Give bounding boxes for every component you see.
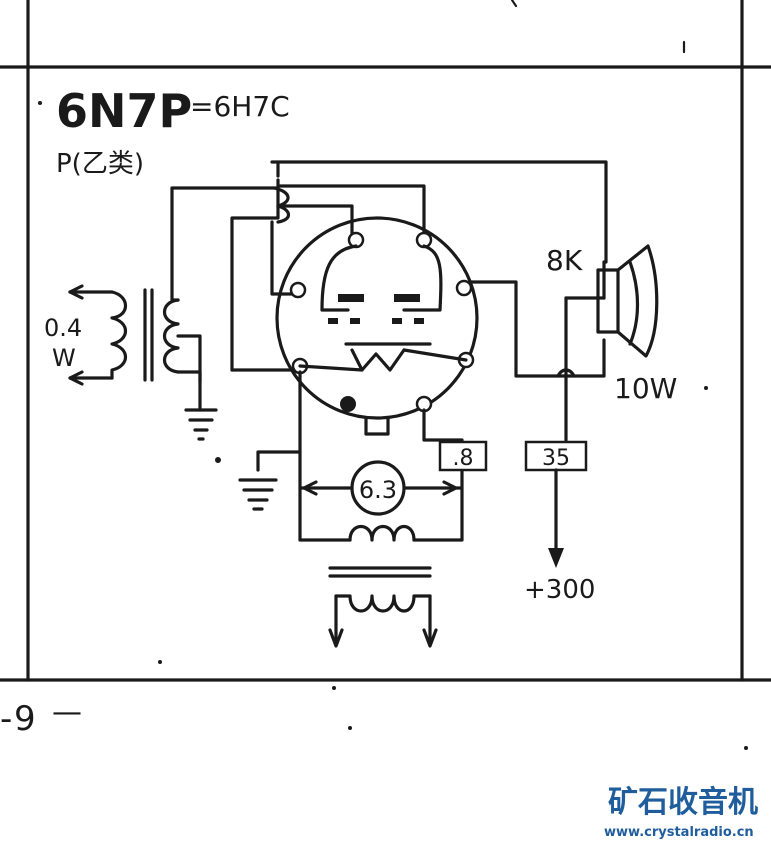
heater-voltage: 6.3 bbox=[359, 476, 397, 504]
page-number: 9 bbox=[14, 699, 36, 739]
tube-equivalent: =6H7C bbox=[190, 90, 290, 123]
watermark-cn: 矿石收音机 bbox=[608, 785, 758, 820]
ground-symbol bbox=[238, 450, 302, 511]
output-power: 10W bbox=[614, 372, 677, 405]
input-power-unit: W bbox=[52, 344, 76, 372]
grid-wiring bbox=[230, 160, 608, 372]
speaker-icon bbox=[596, 244, 659, 358]
anode-pin-label: 35 bbox=[542, 446, 570, 471]
output-impedance: 8K bbox=[546, 244, 583, 277]
input-power-value: 0.4 bbox=[44, 314, 82, 342]
page-number-dash: — bbox=[52, 695, 82, 730]
watermark-url: www.crystalradio.cn bbox=[604, 825, 754, 840]
ground-symbol bbox=[184, 408, 218, 441]
tube-mode: P(乙类) bbox=[56, 149, 144, 179]
plate-voltage: +300 bbox=[524, 575, 595, 605]
supply-arrow bbox=[548, 468, 564, 568]
page-frame bbox=[0, 0, 771, 682]
tube-title: 6N7P =6H7C P(乙类) bbox=[38, 84, 290, 179]
input-transformer bbox=[68, 186, 280, 412]
page-number-prefix: - bbox=[0, 699, 12, 739]
cathode-pin-label: .8 bbox=[453, 446, 474, 471]
output-wiring bbox=[468, 260, 606, 442]
heater-circuit bbox=[298, 370, 464, 648]
tube-type: 6N7P bbox=[56, 84, 192, 138]
vacuum-tube bbox=[275, 216, 479, 436]
cathode-pin-box bbox=[438, 440, 488, 472]
anode-pin-box bbox=[524, 440, 588, 472]
